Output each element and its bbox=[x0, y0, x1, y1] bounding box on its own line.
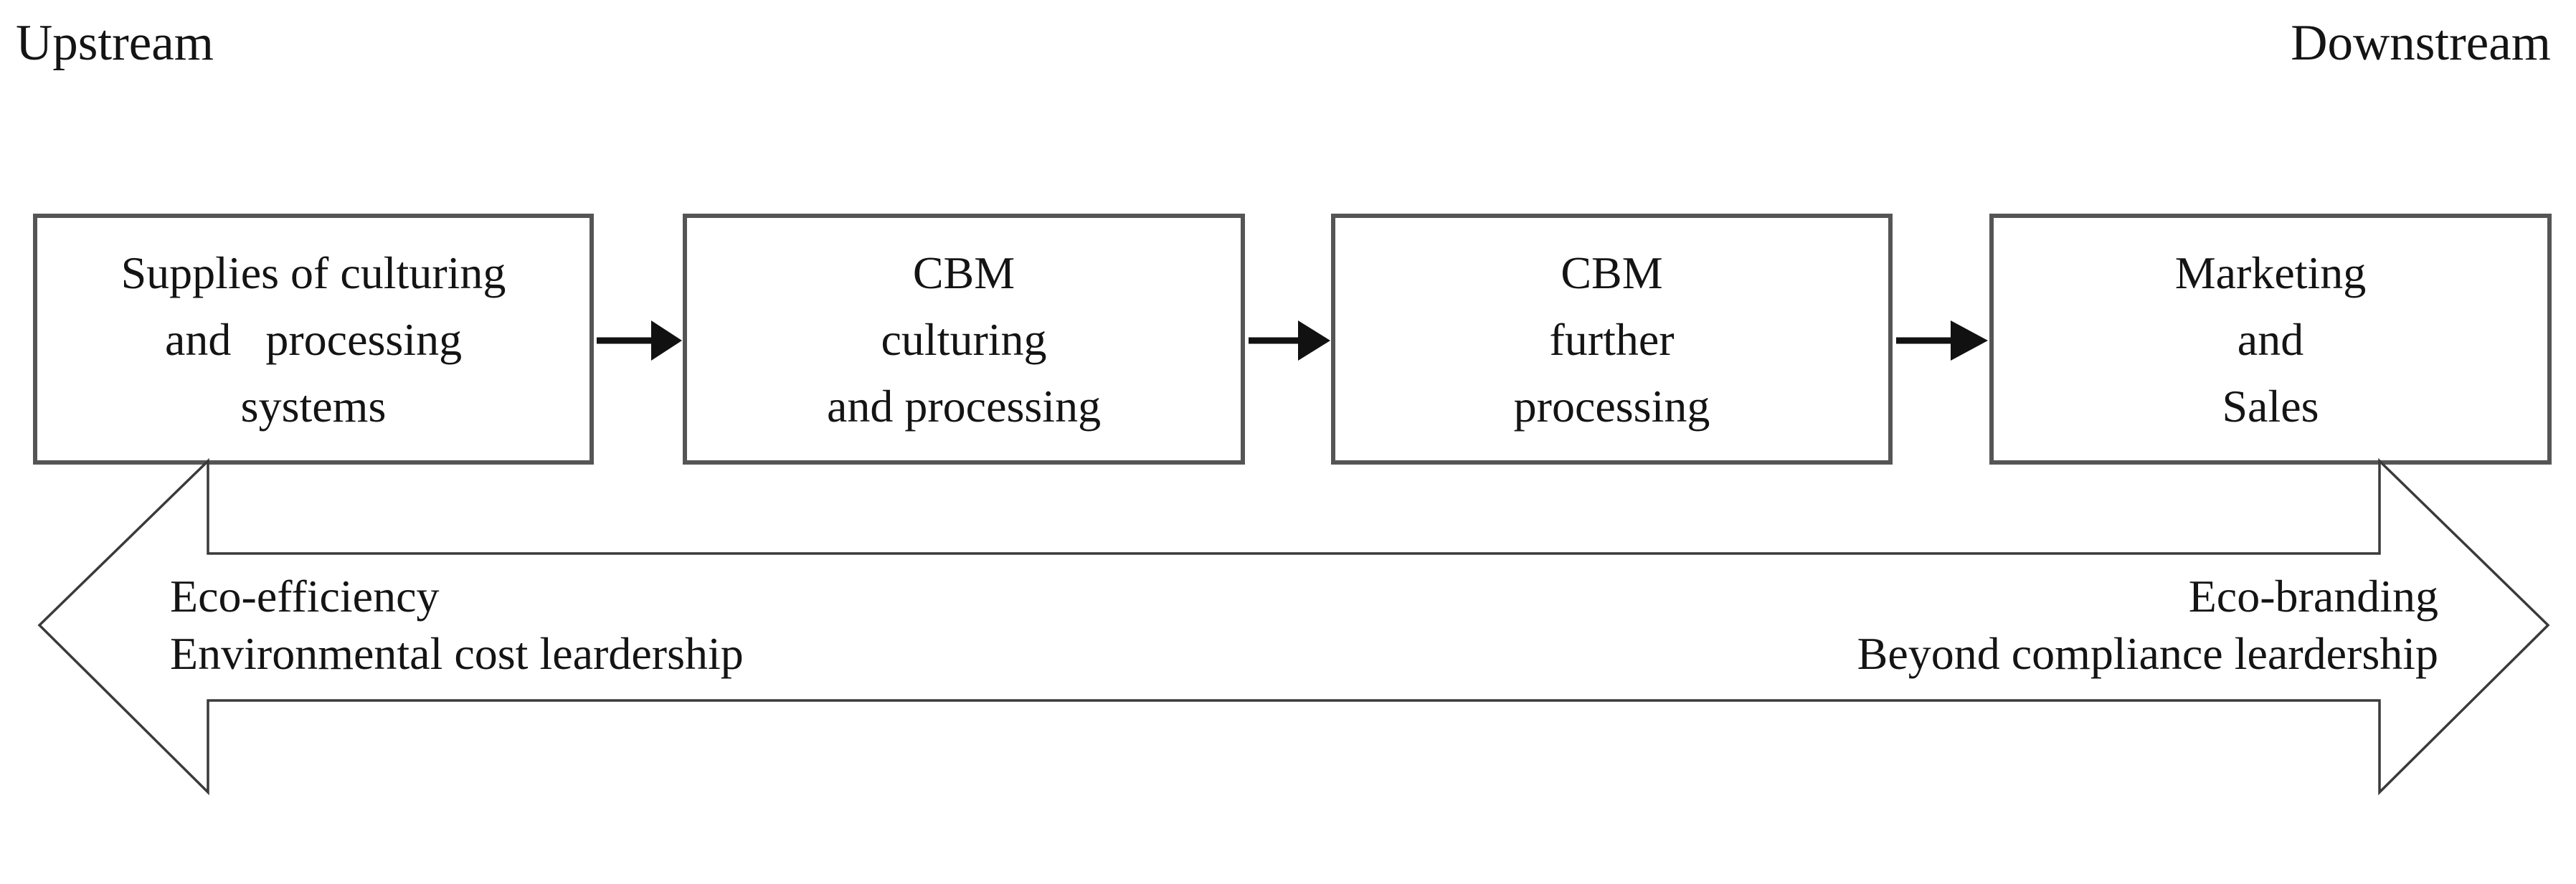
flow-arrow-2-icon bbox=[1249, 320, 1330, 361]
box-text-line: Marketing bbox=[2174, 247, 2367, 298]
box-text-line: and bbox=[2237, 313, 2304, 365]
box-cbm-culturing-processing: CBM culturing and processing bbox=[683, 214, 1245, 465]
box-text-line: Sales bbox=[2222, 380, 2319, 432]
upstream-strategy-text: Eco-efficiency Environmental cost learde… bbox=[170, 568, 744, 683]
box-cbm-further-processing: CBM further processing bbox=[1331, 214, 1893, 465]
box-text-line: and processing bbox=[826, 380, 1102, 432]
box-text-line: processing bbox=[1513, 380, 1710, 432]
flow-arrow-3-icon bbox=[1896, 320, 1988, 361]
box-text-line: and processing bbox=[164, 313, 463, 365]
box-text-line: culturing bbox=[881, 313, 1047, 365]
box-text-line: Supplies of culturing bbox=[120, 247, 506, 298]
strategy-line: Eco-efficiency bbox=[170, 571, 440, 622]
box-text-line: systems bbox=[240, 380, 387, 432]
box-marketing-and-sales: Marketing and Sales bbox=[1989, 214, 2552, 465]
downstream-strategy-text: Eco-branding Beyond compliance leardersh… bbox=[1857, 568, 2438, 683]
box-text-line: further bbox=[1549, 313, 1675, 365]
downstream-label: Downstream bbox=[2291, 15, 2551, 71]
box-text-line: CBM bbox=[1561, 247, 1663, 298]
strategy-line: Environmental cost leardership bbox=[170, 628, 744, 679]
strategy-line: Beyond compliance leardership bbox=[1857, 628, 2438, 679]
double-headed-arrow bbox=[37, 457, 2550, 796]
box-supplies-of-culturing: Supplies of culturing and processing sys… bbox=[33, 214, 594, 465]
flow-arrow-1-icon bbox=[597, 320, 682, 361]
strategy-line: Eco-branding bbox=[2188, 571, 2438, 622]
upstream-label: Upstream bbox=[16, 15, 214, 71]
box-text-line: CBM bbox=[912, 247, 1015, 298]
